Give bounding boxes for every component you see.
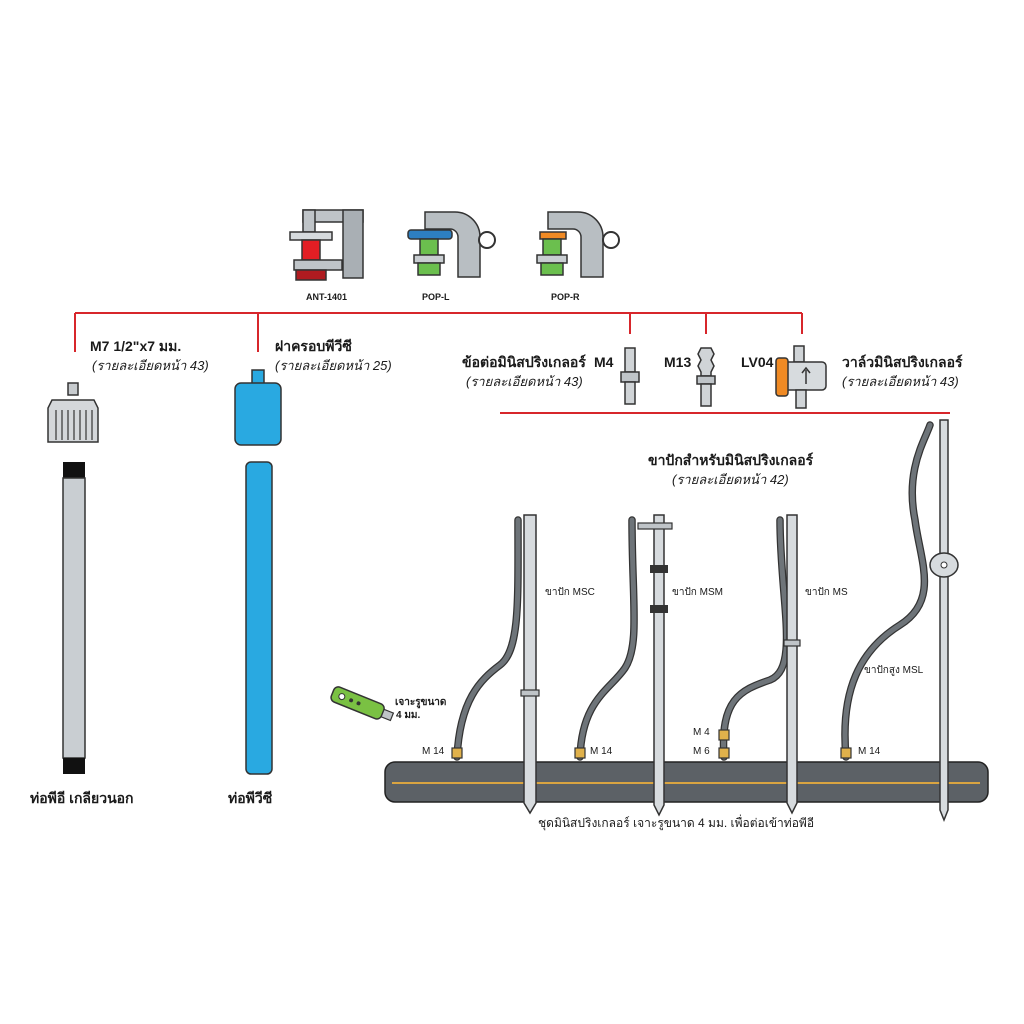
lv04-label: LV04	[741, 354, 774, 370]
left-pipe-caption: ท่อพีอี เกลียวนอก	[30, 790, 134, 806]
lv04-valve-icon	[775, 345, 827, 409]
ant-1401-label: ANT-1401	[306, 292, 348, 302]
valve-note: (รายละเอียดหน้า 43)	[842, 374, 959, 389]
m13-connector-icon	[696, 347, 716, 407]
pop-l-label: POP-L	[422, 292, 450, 302]
stakes-note: (รายละเอียดหน้า 42)	[672, 472, 789, 487]
stake-msm-icon	[574, 514, 673, 817]
punch-tool-label-line2: 4 มม.	[396, 710, 421, 721]
fitting-m14-label: M 14	[590, 746, 613, 757]
fitting-m4-label: M 4	[693, 727, 710, 738]
pvc-cap-note: (รายละเอียดหน้า 25)	[275, 358, 392, 373]
pvc-pipe-icon	[234, 369, 282, 775]
stake-ms-label: ขาปัก MS	[805, 587, 848, 598]
stake-msl-icon	[840, 419, 959, 823]
m13-label: M13	[664, 354, 692, 370]
stake-msm-label: ขาปัก MSM	[672, 587, 723, 598]
pe-threaded-pipe-icon	[47, 382, 99, 774]
fitting-m14-label: M 14	[422, 746, 445, 757]
connector-note: (รายละเอียดหน้า 43)	[466, 374, 583, 389]
pop-l-sprinkler-icon	[407, 211, 496, 278]
punch-tool-icon	[330, 686, 395, 722]
stakes-title: ขาปักสำหรับมินิสปริงเกลอร์	[648, 452, 814, 468]
m4-connector-icon	[620, 347, 640, 405]
punch-tool-label-line1: เจาะรูขนาด	[395, 697, 447, 708]
left-pipe-title: M7 1/2"x7 มม.	[90, 338, 182, 354]
bottom-caption: ชุดมินิสปริงเกลอร์ เจาะรูขนาด 4 มม. เพื่…	[538, 816, 815, 830]
stake-msc-icon	[451, 514, 540, 815]
connector-lines	[74, 312, 950, 414]
connector-title: ข้อต่อมินิสปริงเกลอร์	[462, 354, 586, 370]
pop-r-sprinkler-icon	[536, 211, 620, 278]
fitting-m6-label: M 6	[693, 746, 710, 757]
stake-msc-label: ขาปัก MSC	[545, 587, 595, 598]
pop-r-label: POP-R	[551, 292, 580, 302]
valve-title: วาล์วมินิสปริงเกลอร์	[842, 354, 963, 370]
stake-msl-label: ขาปักสูง MSL	[864, 665, 924, 676]
pvc-cap-title: ฝาครอบพีวีซี	[275, 338, 352, 354]
pe-main-pipe-icon	[384, 761, 989, 803]
m4-label: M4	[594, 354, 614, 370]
ant-1401-sprinkler-icon	[289, 209, 364, 281]
fitting-m14-label: M 14	[858, 746, 881, 757]
pvc-pipe-caption: ท่อพีวีซี	[228, 790, 273, 806]
stake-ms-icon	[718, 514, 801, 815]
left-pipe-note: (รายละเอียดหน้า 43)	[92, 358, 209, 373]
